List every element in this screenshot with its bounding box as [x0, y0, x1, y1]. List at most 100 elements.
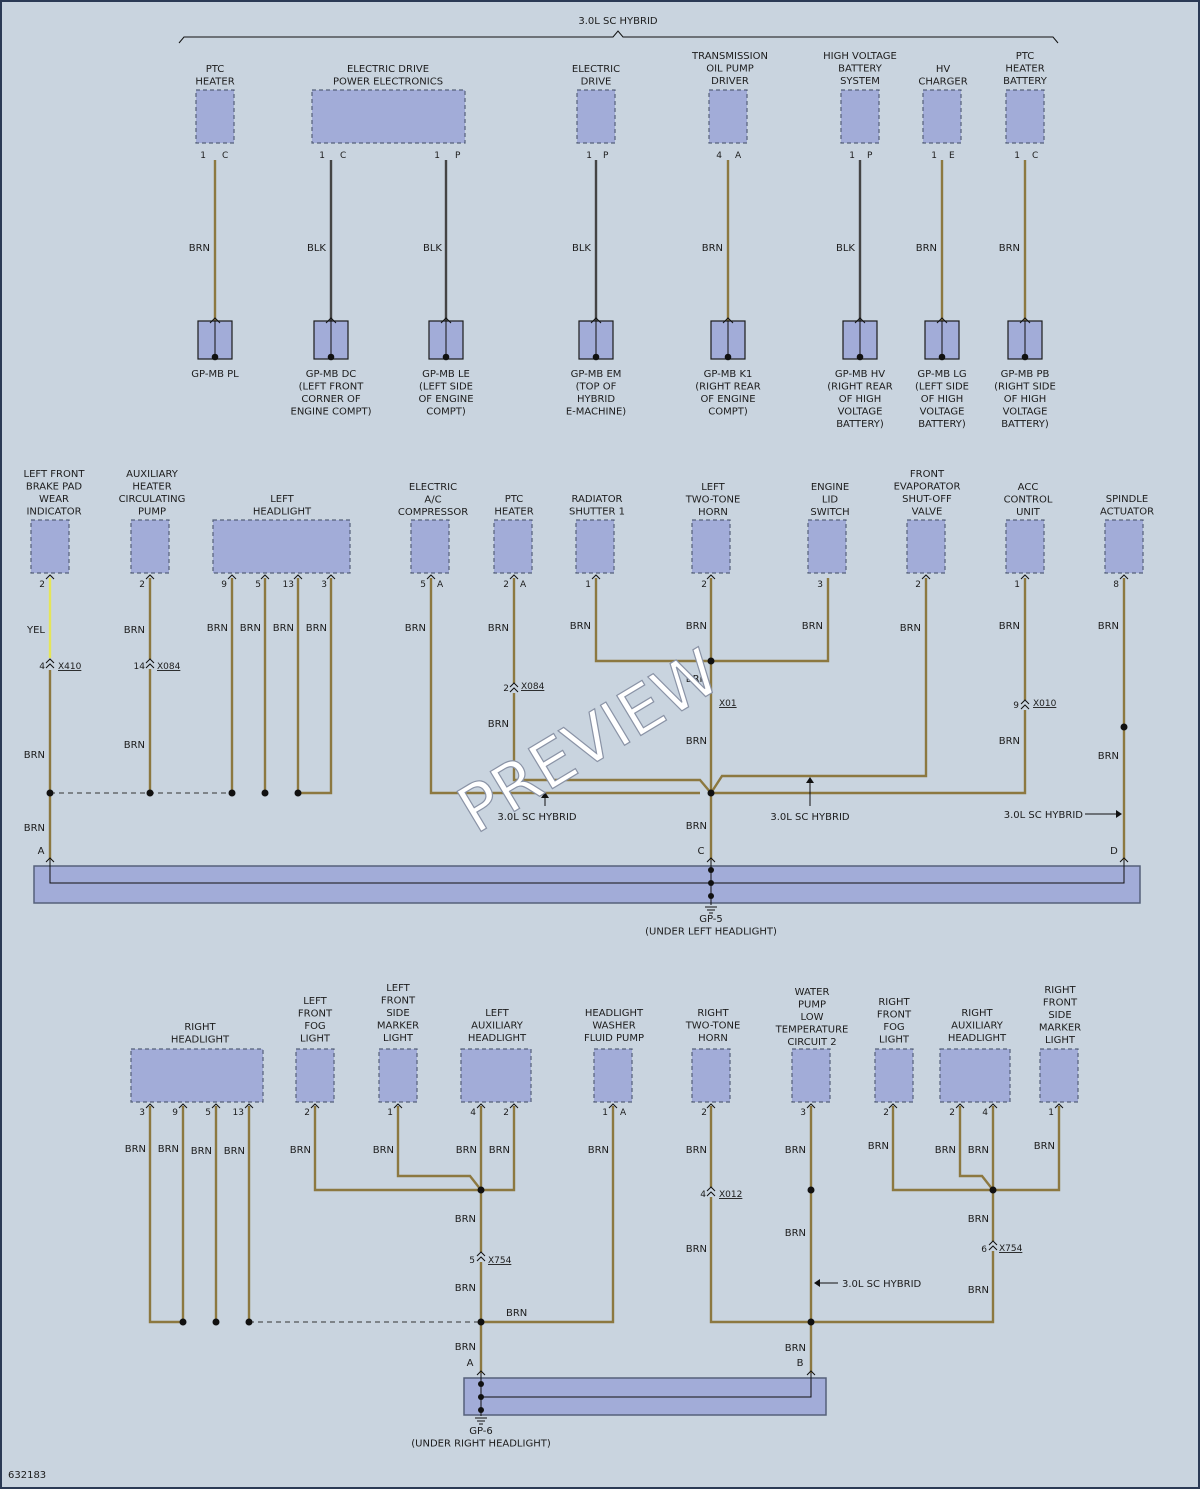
ground-point[interactable] — [197, 317, 233, 361]
pin: 1 — [200, 151, 206, 161]
connector-x754-b[interactable] — [988, 1240, 998, 1251]
s2-box-spindle-actuator[interactable] — [1104, 519, 1144, 574]
wire-color-label: BRN — [686, 674, 707, 685]
pin: 1 — [319, 151, 325, 161]
wire[interactable] — [709, 578, 928, 794]
ground-point[interactable] — [1007, 317, 1043, 361]
s3-box-right-horn[interactable] — [691, 1048, 731, 1103]
label-line: HYBRID — [577, 394, 615, 405]
ground-lug-tip — [854, 317, 866, 324]
connector-x754-a[interactable] — [476, 1251, 486, 1262]
wire[interactable] — [891, 1106, 993, 1192]
ground-point[interactable] — [313, 317, 349, 361]
s2-box-left-headlight[interactable] — [212, 519, 351, 574]
wire[interactable] — [481, 1106, 615, 1324]
wire[interactable] — [709, 1106, 811, 1324]
label-line: OIL PUMP — [706, 64, 754, 75]
label-line: SYSTEM — [840, 76, 880, 87]
wire-color-label: BRN — [968, 1285, 989, 1296]
s3-box-washer-pump[interactable] — [593, 1048, 633, 1103]
ground-point-gp5[interactable] — [705, 906, 717, 914]
ground-label-gp5: GP-5(UNDER LEFT HEADLIGHT) — [645, 914, 777, 938]
s2-box-radiator-shutter[interactable] — [575, 519, 615, 574]
s2-box-aux-heater-pump[interactable] — [130, 519, 170, 574]
connector-x084-b[interactable] — [509, 682, 519, 693]
wire-color-label: BRN — [999, 243, 1020, 254]
connector-x084-a[interactable] — [145, 658, 155, 669]
connector-pin: 2 — [503, 684, 509, 694]
wire-color-label: BRN — [306, 623, 327, 634]
s2-box-left-horn[interactable] — [691, 519, 731, 574]
pin: 13 — [283, 580, 294, 590]
s2-box-ac-compressor[interactable] — [410, 519, 450, 574]
connector-name: X084 — [521, 682, 545, 692]
pin: E — [949, 151, 955, 161]
s1-box-electric-drive[interactable] — [576, 89, 616, 144]
terminal-chevron — [293, 574, 303, 580]
wire-color-label: BRN — [785, 1343, 806, 1354]
wire[interactable] — [396, 1106, 482, 1191]
s1-box-hv-battery-system[interactable] — [840, 89, 880, 144]
ground-point[interactable] — [842, 317, 878, 361]
s3-box-water-pump[interactable] — [791, 1048, 831, 1103]
wire[interactable] — [512, 578, 712, 794]
ground-bar-gp5[interactable] — [33, 865, 1141, 904]
ground-point[interactable] — [924, 317, 960, 361]
pin: 3 — [139, 1108, 145, 1118]
wire[interactable] — [429, 578, 700, 795]
label-line: GP-MB PB — [1001, 369, 1050, 380]
s3-box-right-aux-headlight[interactable] — [939, 1048, 1011, 1103]
s3-box-left-fog[interactable] — [295, 1048, 335, 1103]
s2-box-acc-control-unit[interactable] — [1005, 519, 1045, 574]
s1-box-transmission-oil-pump-driver[interactable] — [708, 89, 748, 144]
terminal-chevron — [608, 1103, 618, 1109]
s3-box-right-fog[interactable] — [874, 1048, 914, 1103]
connector-x010[interactable] — [1020, 699, 1030, 710]
label-line: DRIVER — [711, 76, 749, 87]
label-line: COMPT) — [426, 407, 466, 418]
label-line: HORN — [698, 507, 728, 518]
wire[interactable] — [711, 578, 1027, 795]
wire[interactable] — [993, 1106, 1061, 1192]
label-line: (UNDER RIGHT HEADLIGHT) — [411, 1439, 551, 1450]
wire[interactable] — [148, 1106, 183, 1324]
s1-box-electric-drive-power-electronics[interactable] — [311, 89, 466, 144]
ground-lug-dot — [1021, 353, 1029, 361]
pin: A — [620, 1108, 627, 1118]
pin: 1 — [586, 151, 592, 161]
wire[interactable] — [298, 578, 333, 795]
connector-pin: 6 — [981, 1245, 987, 1255]
connector-name: X754 — [999, 1244, 1023, 1254]
connector-x012[interactable] — [706, 1186, 716, 1197]
ground-point[interactable] — [710, 317, 746, 361]
s1-box-ptc-heater[interactable] — [195, 89, 235, 144]
ground-point-gp6[interactable] — [475, 1417, 487, 1425]
label-line: GP-MB LG — [917, 369, 966, 380]
pin: 4 — [470, 1108, 476, 1118]
ground-point[interactable] — [428, 317, 464, 361]
ground-point[interactable] — [578, 317, 614, 361]
s2-box-engine-lid-switch[interactable] — [807, 519, 847, 574]
s2-box-brake-pad-wear[interactable] — [30, 519, 70, 574]
s1-box-hv-charger[interactable] — [922, 89, 962, 144]
connector-x410[interactable] — [45, 658, 55, 669]
wire[interactable] — [958, 1106, 994, 1191]
wire[interactable] — [313, 1106, 481, 1192]
wire[interactable] — [481, 1106, 516, 1192]
s2-box-ptc-heater[interactable] — [493, 519, 533, 574]
s3-box-right-headlight[interactable] — [130, 1048, 264, 1103]
wire[interactable] — [811, 1106, 995, 1324]
s3-box-left-aux-headlight[interactable] — [460, 1048, 532, 1103]
s2-box-evaporator-valve[interactable] — [906, 519, 946, 574]
s3-box-right-side-marker[interactable] — [1039, 1048, 1079, 1103]
s3-box-left-side-marker[interactable] — [378, 1048, 418, 1103]
s1-box-ptc-heater-battery[interactable] — [1005, 89, 1045, 144]
